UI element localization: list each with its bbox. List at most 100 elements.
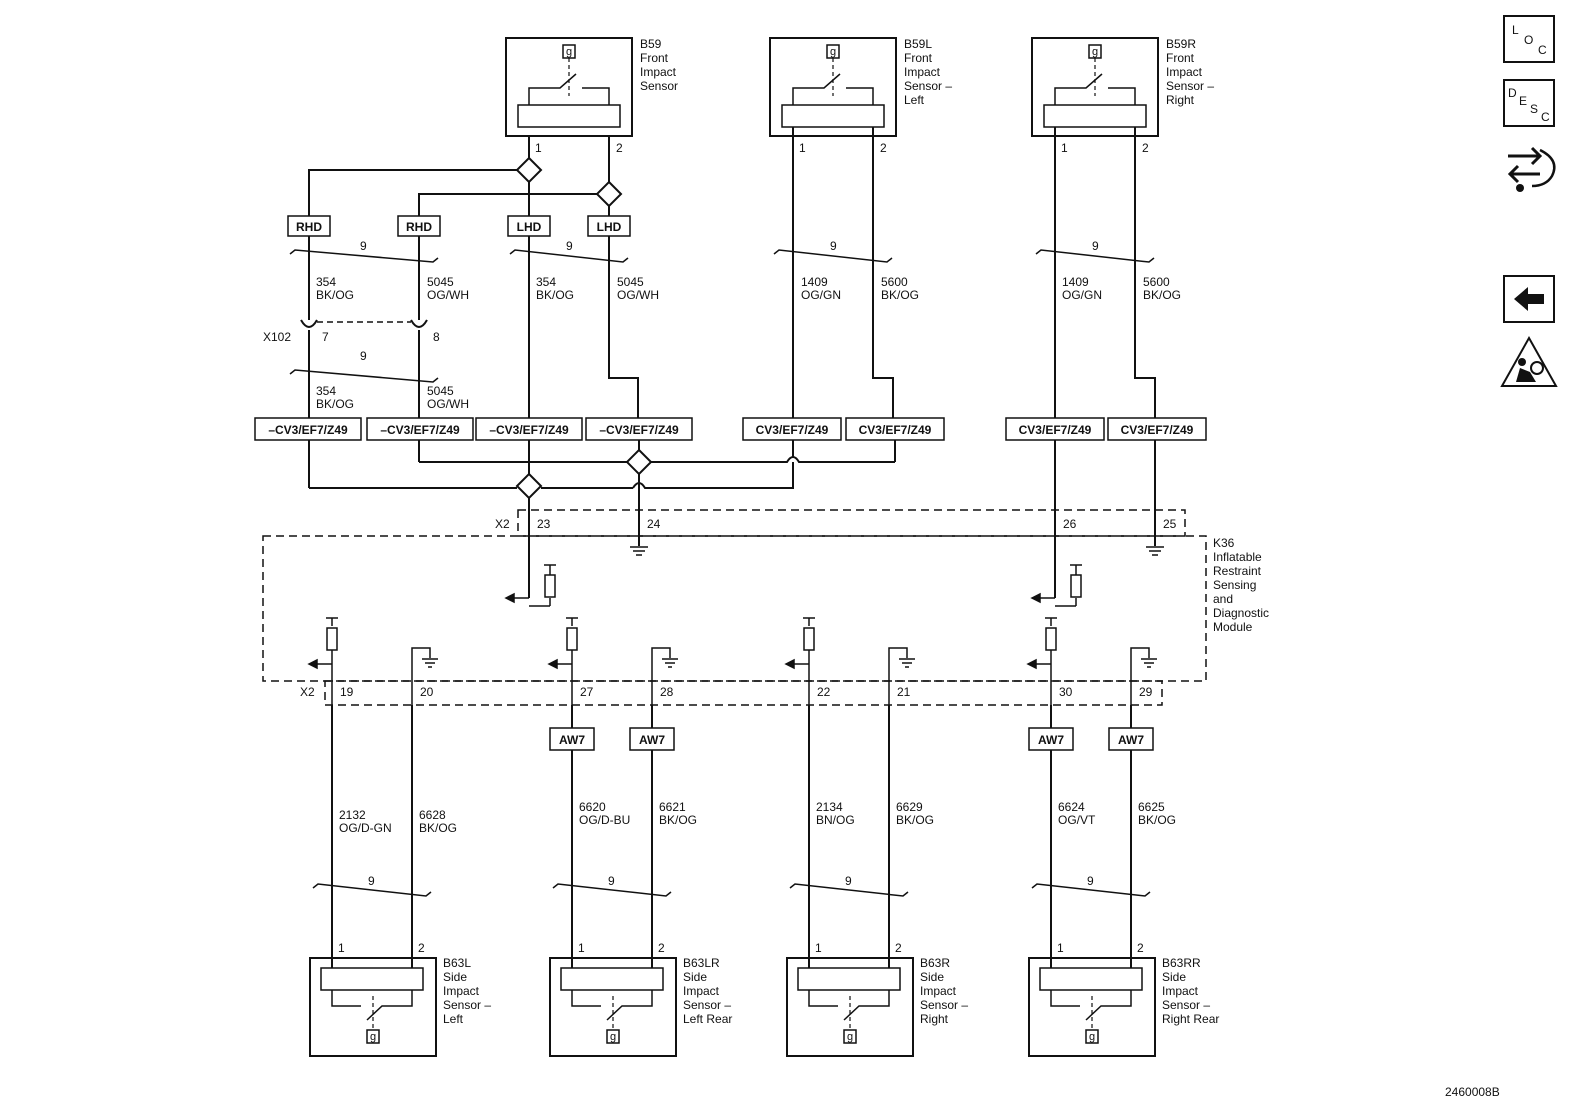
svg-text:OG/WH: OG/WH	[427, 397, 469, 411]
figure-id: 2460008B	[1445, 1085, 1500, 1099]
sensor-ref: B59L	[904, 37, 932, 51]
svg-text:BK/OG: BK/OG	[896, 813, 934, 827]
svg-text:BN/OG: BN/OG	[816, 813, 855, 827]
svg-text:19: 19	[340, 685, 354, 699]
svg-text:8: 8	[433, 330, 440, 344]
connector-x102[interactable]	[300, 319, 428, 328]
svg-text:7: 7	[322, 330, 329, 344]
side-sensor-b63l[interactable]: g 1 2 B63L Side Impact Sensor – Left	[309, 941, 491, 1057]
svg-text:AW7: AW7	[1038, 733, 1064, 747]
svg-text:Left: Left	[443, 1012, 464, 1026]
side-sensor-b63lr[interactable]: g 1 2 B63LR Side Impact Sensor – Left Re…	[549, 941, 732, 1057]
svg-text:2: 2	[895, 941, 902, 955]
sensor-icon-label: g	[830, 46, 836, 58]
svg-text:27: 27	[580, 685, 594, 699]
ground-icon	[1146, 546, 1164, 556]
svg-text:Left Rear: Left Rear	[683, 1012, 732, 1026]
svg-text:Side: Side	[443, 970, 467, 984]
loc-icon[interactable]: L O C	[1503, 15, 1555, 63]
svg-text:2: 2	[418, 941, 425, 955]
svg-text:BK/OG: BK/OG	[316, 397, 354, 411]
svg-text:–CV3/EF7/Z49: –CV3/EF7/Z49	[380, 423, 460, 437]
svg-text:23: 23	[537, 517, 551, 531]
module-k36[interactable]	[262, 509, 1207, 706]
svg-text:CV3/EF7/Z49: CV3/EF7/Z49	[859, 423, 932, 437]
svg-text:1: 1	[578, 941, 585, 955]
svg-text:354: 354	[316, 275, 336, 289]
svg-text:6628: 6628	[419, 808, 446, 822]
svg-text:BK/OG: BK/OG	[316, 288, 354, 302]
svg-text:CV3/EF7/Z49: CV3/EF7/Z49	[756, 423, 829, 437]
svg-text:Front: Front	[640, 51, 669, 65]
svg-text:Impact: Impact	[1166, 65, 1203, 79]
svg-text:LHD: LHD	[517, 220, 542, 234]
svg-text:Impact: Impact	[640, 65, 677, 79]
svg-text:CV3/EF7/Z49: CV3/EF7/Z49	[1019, 423, 1092, 437]
svg-text:OG/WH: OG/WH	[617, 288, 659, 302]
svg-text:1: 1	[815, 941, 822, 955]
svg-text:Side: Side	[683, 970, 707, 984]
svg-text:20: 20	[420, 685, 434, 699]
svg-text:AW7: AW7	[1118, 733, 1144, 747]
svg-text:Impact: Impact	[1162, 984, 1199, 998]
svg-text:S: S	[1530, 102, 1538, 116]
svg-text:Inflatable: Inflatable	[1213, 550, 1262, 564]
connector-x2-label: X2	[300, 685, 315, 699]
airbag-warning-icon[interactable]	[1500, 335, 1558, 387]
svg-text:Sensor –: Sensor –	[683, 998, 731, 1012]
svg-text:Impact: Impact	[904, 65, 941, 79]
svg-text:6629: 6629	[896, 800, 923, 814]
svg-text:BK/OG: BK/OG	[536, 288, 574, 302]
back-arrow-icon[interactable]	[1503, 275, 1555, 323]
svg-text:Front: Front	[904, 51, 933, 65]
connector-x2-label: X2	[495, 517, 510, 531]
svg-text:OG/WH: OG/WH	[427, 288, 469, 302]
svg-text:Front: Front	[1166, 51, 1195, 65]
svg-text:BK/OG: BK/OG	[1143, 288, 1181, 302]
svg-text:Right Rear: Right Rear	[1162, 1012, 1219, 1026]
option-tag: –CV3/EF7/Z49	[254, 417, 362, 441]
svg-text:354: 354	[536, 275, 556, 289]
module-input-splices	[308, 440, 1156, 598]
svg-text:24: 24	[647, 517, 661, 531]
svg-text:CV3/EF7/Z49: CV3/EF7/Z49	[1121, 423, 1194, 437]
svg-text:AW7: AW7	[639, 733, 665, 747]
b59l-b59r-wiring	[792, 127, 1156, 418]
side-sensor-b63r[interactable]: g 1 2 B63R Side Impact Sensor – Right	[786, 941, 968, 1057]
svg-text:1409: 1409	[1062, 275, 1089, 289]
option-tag-aw7: AW7	[1108, 727, 1154, 751]
svg-text:1: 1	[1057, 941, 1064, 955]
front-sensor-b59l[interactable]: g B59L Front Impact Sensor – Left 1 2	[769, 37, 952, 155]
front-sensor-b59[interactable]: g B59 Front Impact Sensor 1 2	[505, 37, 678, 155]
svg-text:Impact: Impact	[920, 984, 957, 998]
svg-text:OG/GN: OG/GN	[1062, 288, 1102, 302]
svg-text:OG/D-BU: OG/D-BU	[579, 813, 630, 827]
svg-text:L: L	[1512, 23, 1519, 37]
front-sensor-b59r[interactable]: g B59R Front Impact Sensor – Right 1 2	[1031, 37, 1214, 155]
side-sensor-b63rr[interactable]: g 1 2 B63RR Side Impact Sensor – Right R…	[1028, 941, 1219, 1057]
svg-text:1409: 1409	[801, 275, 828, 289]
svg-text:OG/D-GN: OG/D-GN	[339, 821, 392, 835]
svg-text:BK/OG: BK/OG	[419, 821, 457, 835]
option-tag: –CV3/EF7/Z49	[366, 417, 474, 441]
module-ref: K36	[1213, 536, 1235, 550]
svg-text:1: 1	[1061, 141, 1068, 155]
desc-icon[interactable]: D E S C	[1503, 79, 1555, 127]
svg-text:5600: 5600	[1143, 275, 1170, 289]
option-tag: –CV3/EF7/Z49	[475, 417, 583, 441]
twist-label: 9	[566, 239, 573, 253]
harness-tag-rhd-2: RHD	[397, 215, 441, 237]
sensor-icon-label: g	[1092, 46, 1098, 58]
svg-text:BK/OG: BK/OG	[659, 813, 697, 827]
svg-text:RHD: RHD	[296, 220, 322, 234]
svg-text:Side: Side	[920, 970, 944, 984]
svg-text:Sensor –: Sensor –	[443, 998, 491, 1012]
connector-swap-icon[interactable]	[1507, 146, 1556, 192]
twisted-pair-marker	[312, 883, 1151, 897]
svg-text:E: E	[1519, 94, 1527, 108]
svg-text:2: 2	[616, 141, 623, 155]
sensor-ref: B59	[640, 37, 662, 51]
sensor-ref: B63LR	[683, 956, 720, 970]
svg-text:25: 25	[1163, 517, 1177, 531]
